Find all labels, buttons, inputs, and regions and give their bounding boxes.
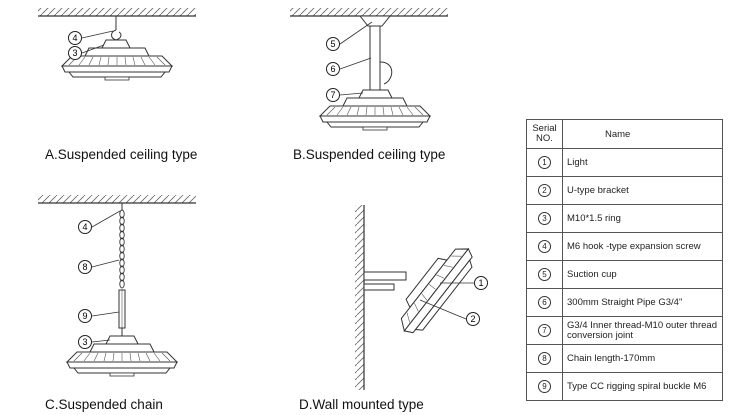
part-name: 300mm Straight Pipe G3/4"	[562, 288, 723, 317]
part-name: M6 hook -type expansion screw	[562, 232, 723, 261]
header-name: Name	[562, 119, 723, 149]
parts-table: Serial NO. Name 1 Light 2 U-type bracket 3…	[526, 119, 723, 401]
callout-c-9: 9	[82, 311, 87, 321]
serial-number: 1	[538, 156, 551, 169]
serial-number: 8	[538, 352, 551, 365]
callout-c-4: 4	[82, 222, 87, 232]
callout-b-6: 6	[330, 64, 335, 74]
table-row: 9 Type CC rigging spiral buckle M6	[526, 372, 723, 401]
callout-c-3: 3	[82, 337, 87, 347]
caption-c: C.Suspended chain	[45, 397, 163, 412]
serial-number: 7	[538, 324, 551, 337]
serial-number: 9	[538, 380, 551, 393]
part-name: Suction cup	[562, 260, 723, 289]
part-name: G3/4 Inner thread-M10 outer thread conve…	[562, 316, 723, 345]
part-name: U-type bracket	[562, 176, 723, 205]
callout-b-5: 5	[330, 39, 335, 49]
table-row: 4 M6 hook -type expansion screw	[526, 232, 723, 261]
figure-b	[290, 8, 448, 131]
table-row: 6 300mm Straight Pipe G3/4"	[526, 288, 723, 317]
serial-number: 5	[538, 268, 551, 281]
table-row: 1 Light	[526, 148, 723, 177]
figure-a	[38, 8, 196, 81]
table-row: 2 U-type bracket	[526, 176, 723, 205]
part-name: Chain length-170mm	[562, 344, 723, 373]
table-row: 5 Suction cup	[526, 260, 723, 289]
serial-number: 4	[538, 240, 551, 253]
figure-c	[38, 195, 196, 377]
header-serial: Serial NO.	[526, 119, 563, 149]
table-header-row: Serial NO. Name	[526, 119, 723, 149]
callout-d-1: 1	[478, 278, 483, 288]
caption-a: A.Suspended ceiling type	[45, 147, 198, 162]
caption-d: D.Wall mounted type	[299, 397, 424, 412]
part-name: Light	[562, 148, 723, 177]
figure-d	[355, 205, 488, 390]
part-name: M10*1.5 ring	[562, 204, 723, 233]
caption-b: B.Suspended ceiling type	[293, 147, 446, 162]
callout-a-4: 4	[72, 33, 77, 43]
callout-a-3: 3	[72, 48, 77, 58]
table-row: 3 M10*1.5 ring	[526, 204, 723, 233]
callout-d-2: 2	[470, 314, 475, 324]
table-row: 8 Chain length-170mm	[526, 344, 723, 373]
part-name: Type CC rigging spiral buckle M6	[562, 372, 723, 401]
serial-number: 3	[538, 212, 551, 225]
table-row: 7 G3/4 Inner thread-M10 outer thread conv…	[526, 316, 723, 345]
serial-number: 6	[538, 296, 551, 309]
serial-number: 2	[538, 184, 551, 197]
callout-c-8: 8	[82, 262, 87, 272]
callout-b-7: 7	[330, 90, 335, 100]
